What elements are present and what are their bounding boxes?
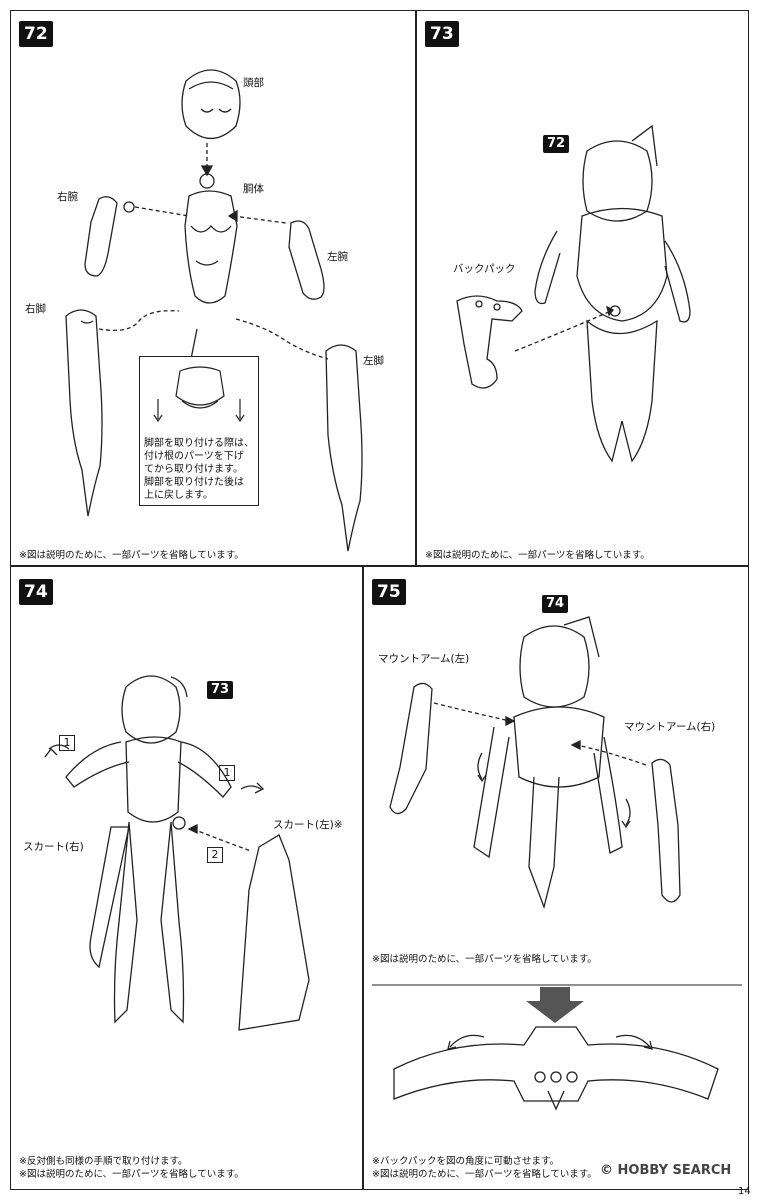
right-skirt-part <box>89 826 130 969</box>
callout-line-3: てから取り付けます。 <box>144 464 243 475</box>
left-leg-label: 左脚 <box>363 355 384 367</box>
right-leg-part <box>65 309 103 517</box>
leg-attach-callout: 脚部を取り付ける際は、 付け根のパーツを下げ てから取り付けます。 脚部を取り付… <box>139 356 259 506</box>
omission-note: ※図は説明のために、一部パーツを省略しています。 <box>372 954 597 965</box>
left-leg-part <box>325 344 363 552</box>
right-leg-label: 右脚 <box>25 303 46 315</box>
head-part <box>181 69 241 140</box>
step-72-illustration <box>65 69 363 552</box>
left-mount-arm-part <box>389 682 433 815</box>
reference-step-number: 74 <box>542 595 569 613</box>
order-marker: 1 <box>219 765 235 781</box>
omission-note: ※図は説明のために、一部パーツを省略しています。 <box>19 1169 244 1180</box>
step-72-panel: 72 <box>10 10 416 566</box>
step-number: 74 <box>19 579 53 605</box>
watermark: © HOBBY SEARCH <box>600 1163 731 1178</box>
backpack-part <box>456 295 523 389</box>
torso-part <box>184 190 238 304</box>
omission-note: ※図は説明のために、一部パーツを省略しています。 <box>19 550 244 561</box>
reference-step-number: 72 <box>543 135 570 153</box>
torso-label: 胴体 <box>243 183 264 195</box>
callout-line-2: 付け根のパーツを下げ <box>144 451 244 462</box>
step-75-panel: 75 74 <box>363 566 749 1190</box>
step-number: 73 <box>425 21 459 47</box>
backpack-label: バックパック <box>453 263 516 275</box>
step-73-illustration <box>456 124 691 463</box>
left-arm-part <box>288 220 325 300</box>
callout-line-5: 上に戻します。 <box>144 490 213 501</box>
step-74-panel: 74 73 1 1 2 スカート(右) スカート(左)※ <box>10 566 363 1190</box>
step-74-illustration <box>44 675 310 1031</box>
page-number: 14 <box>738 1186 751 1197</box>
mirror-note: ※反対側も同様の手順で取り付けます。 <box>19 1156 188 1167</box>
copyright-symbol: © <box>600 1163 613 1178</box>
down-arrow-icon <box>526 987 584 1023</box>
right-mount-arm-part <box>651 758 681 903</box>
right-skirt-label: スカート(右) <box>23 841 84 853</box>
left-skirt-part <box>238 834 310 1031</box>
step-number: 75 <box>372 579 406 605</box>
omission-note: ※図は説明のために、一部パーツを省略しています。 <box>425 550 650 561</box>
backpack-angle-note: ※バックパックを図の角度に可動させます。 <box>372 1156 560 1167</box>
step-75-illustration <box>372 616 742 1111</box>
watermark-text: HOBBY SEARCH <box>617 1163 732 1178</box>
reference-step-number: 73 <box>207 681 234 699</box>
step-74-notes: ※反対側も同様の手順で取り付けます。 ※図は説明のために、一部パーツを省略してい… <box>19 1155 244 1181</box>
order-marker: 1 <box>59 735 75 751</box>
callout-line-1: 脚部を取り付ける際は、 <box>144 438 254 449</box>
order-marker: 2 <box>207 847 223 863</box>
right-mount-arm-label: マウントアーム(右) <box>624 721 716 733</box>
callout-line-4: 脚部を取り付けた後は <box>144 477 244 488</box>
left-mount-arm-label: マウントアーム(左) <box>378 653 470 665</box>
step-75-notes: ※バックパックを図の角度に可動させます。 ※図は説明のために、一部パーツを省略し… <box>372 1155 597 1181</box>
omission-note: ※図は説明のために、一部パーツを省略しています。 <box>372 1169 597 1180</box>
left-arm-label: 左腕 <box>327 251 348 263</box>
left-skirt-label: スカート(左)※ <box>273 819 343 831</box>
head-label: 頭部 <box>243 77 264 89</box>
right-arm-label: 右腕 <box>57 191 78 203</box>
step-73-panel: 73 72 バックパック ※図は説明のために、一部パーツを省略しています。 <box>416 10 749 566</box>
right-arm-part <box>84 196 118 277</box>
step-number: 72 <box>19 21 53 47</box>
